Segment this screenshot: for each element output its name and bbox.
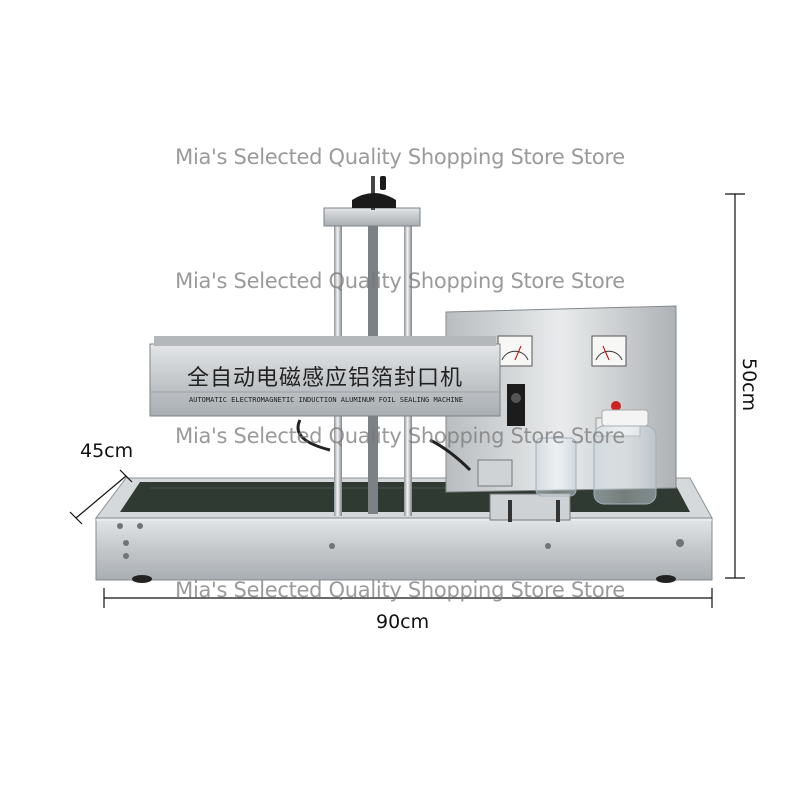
watermark-text: Mia's Selected Quality Shopping Store St… <box>175 424 625 448</box>
dimension-height-label: 50cm <box>738 358 760 412</box>
glass-bottle-large <box>593 425 657 505</box>
sealing-head <box>149 336 501 472</box>
machine-title-en: AUTOMATIC ELECTROMAGNETIC INDUCTION ALUM… <box>189 396 463 404</box>
height-adjust-handwheel <box>352 193 396 208</box>
machine-title-cn: 全自动电磁感应铝箔封口机 <box>186 366 463 391</box>
dimension-depth-label: 45cm <box>80 440 134 462</box>
timer-dial <box>507 384 525 426</box>
glass-bottle-small <box>535 437 577 497</box>
power-switch <box>611 401 621 411</box>
bottle-guide <box>477 409 657 522</box>
dimension-lines <box>69 193 745 608</box>
watermark-text: Mia's Selected Quality Shopping Store St… <box>175 578 625 602</box>
watermark-text: Mia's Selected Quality Shopping Store St… <box>175 269 625 293</box>
watermark-text: Mia's Selected Quality Shopping Store St… <box>175 145 625 169</box>
dimension-width-label: 90cm <box>376 611 430 633</box>
